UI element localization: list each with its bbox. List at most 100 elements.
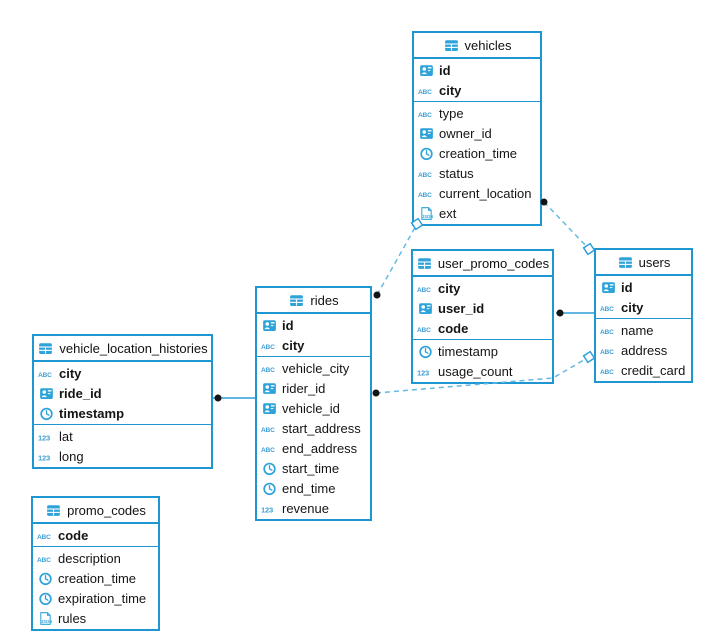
dot-endpoint-marker [373, 291, 381, 299]
svg-text:ABC: ABC [418, 112, 432, 119]
svg-text:ABC: ABC [600, 306, 614, 313]
field-row[interactable]: timestamp [34, 403, 211, 423]
field-row[interactable]: ABC current_location [414, 183, 540, 203]
table-header[interactable]: vehicles [414, 33, 540, 59]
field-row[interactable]: start_time [257, 458, 370, 478]
svg-text:123: 123 [261, 505, 273, 514]
field-name: revenue [282, 500, 329, 516]
table-header[interactable]: rides [257, 288, 370, 314]
field-row[interactable]: ABC start_address [257, 418, 370, 438]
table-title: rides [310, 292, 339, 308]
field-row[interactable]: JSON ext [414, 203, 540, 223]
field-row[interactable]: timestamp [413, 341, 552, 361]
field-name: usage_count [438, 363, 513, 379]
abc-type-icon: ABC [418, 105, 435, 121]
field-row[interactable]: id [257, 315, 370, 335]
field-row[interactable]: ABC city [413, 278, 552, 298]
field-name: code [438, 320, 469, 336]
field-name: city [621, 299, 644, 315]
field-row[interactable]: id [414, 60, 540, 80]
field-name: rider_id [282, 380, 326, 396]
svg-text:ABC: ABC [600, 369, 614, 376]
clock-type-icon [37, 590, 54, 606]
field-name: credit_card [621, 362, 686, 378]
field-row[interactable]: vehicle_id [257, 398, 370, 418]
field-name: current_location [439, 185, 532, 201]
field-row[interactable]: creation_time [33, 568, 158, 588]
abc-type-icon: ABC [417, 320, 434, 336]
field-row[interactable]: ABC city [596, 297, 691, 317]
field-row[interactable]: ABC credit_card [596, 360, 691, 380]
field-row[interactable]: id [596, 277, 691, 297]
id-type-icon [261, 400, 278, 416]
field-name: name [621, 322, 654, 338]
abc-type-icon: ABC [418, 82, 435, 98]
table-header[interactable]: users [596, 250, 691, 276]
field-name: end_address [282, 440, 358, 456]
field-row[interactable]: creation_time [414, 143, 540, 163]
svg-text:JSON: JSON [422, 213, 433, 218]
field-name: city [282, 337, 305, 353]
svg-text:ABC: ABC [418, 192, 432, 199]
abc-type-icon: ABC [261, 440, 278, 456]
field-row[interactable]: ABC city [257, 335, 370, 355]
field-row[interactable]: rider_id [257, 378, 370, 398]
field-row[interactable]: ride_id [34, 383, 211, 403]
field-row[interactable]: end_time [257, 478, 370, 498]
field-name: expiration_time [58, 590, 147, 606]
field-name: ride_id [59, 385, 102, 401]
table-icon [443, 37, 460, 53]
svg-text:ABC: ABC [261, 427, 275, 434]
field-row[interactable]: 123 revenue [257, 498, 370, 518]
table-icon [416, 255, 433, 271]
field-name: vehicle_id [282, 400, 340, 416]
abc-type-icon: ABC [600, 362, 617, 378]
table-title: users [638, 254, 671, 270]
field-row[interactable]: owner_id [414, 123, 540, 143]
svg-text:ABC: ABC [417, 287, 431, 294]
dot-endpoint-marker [214, 394, 222, 402]
field-name: city [438, 280, 461, 296]
svg-text:ABC: ABC [261, 344, 275, 351]
field-name: start_address [282, 420, 361, 436]
field-name: city [59, 365, 82, 381]
field-name: description [58, 550, 121, 566]
field-row[interactable]: user_id [413, 298, 552, 318]
field-name: long [59, 448, 84, 464]
svg-text:ABC: ABC [37, 534, 51, 541]
table-header[interactable]: vehicle_location_histories [34, 336, 211, 362]
field-name: ext [439, 205, 457, 221]
num-type-icon: 123 [261, 500, 278, 516]
field-row[interactable]: expiration_time [33, 588, 158, 608]
table-header[interactable]: user_promo_codes [413, 251, 552, 277]
table-header[interactable]: promo_codes [33, 498, 158, 524]
